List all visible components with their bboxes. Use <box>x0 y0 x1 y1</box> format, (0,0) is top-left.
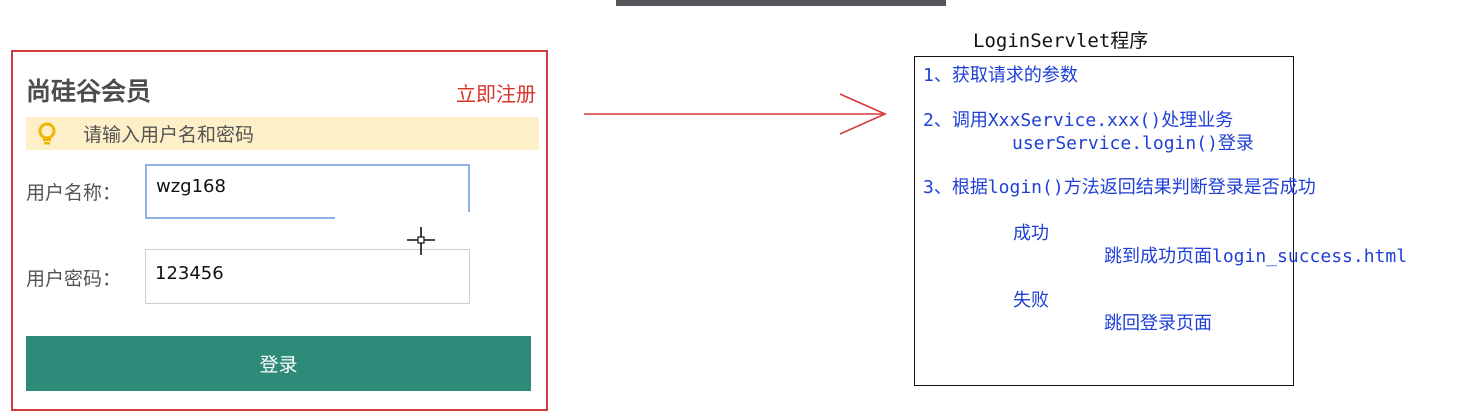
username-input[interactable]: wzg168 <box>145 164 470 219</box>
input-gap <box>335 212 475 222</box>
step-1: 1、获取请求的参数 <box>923 65 1078 86</box>
login-panel: 尚硅谷会员 立即注册 请输入用户名和密码 用户名称： wzg168 用户密码： … <box>11 50 548 411</box>
username-label: 用户名称： <box>26 182 122 204</box>
success-label: 成功 <box>1013 223 1049 244</box>
step-3: 3、根据login()方法返回结果判断登录是否成功 <box>923 177 1316 198</box>
top-bar <box>616 0 946 6</box>
lightbulb-icon <box>37 122 57 146</box>
password-input[interactable]: 123456 <box>145 249 470 304</box>
login-button[interactable]: 登录 <box>26 336 531 391</box>
servlet-box <box>914 56 1294 386</box>
step-2-detail: userService.login()登录 <box>1012 133 1254 154</box>
password-label: 用户密码： <box>26 268 122 290</box>
step-2: 2、调用XxxService.xxx()处理业务 <box>923 110 1234 131</box>
tip-bar: 请输入用户名和密码 <box>26 117 539 150</box>
failure-action: 跳回登录页面 <box>1104 313 1212 334</box>
login-title: 尚硅谷会员 <box>26 77 152 106</box>
register-link[interactable]: 立即注册 <box>456 82 536 106</box>
failure-label: 失败 <box>1013 290 1049 311</box>
tip-text: 请输入用户名和密码 <box>83 124 255 146</box>
servlet-title: LoginServlet程序 <box>973 30 1149 52</box>
crosshair-cursor-icon <box>407 227 435 255</box>
arrow-icon <box>584 93 887 135</box>
success-action: 跳到成功页面login_success.html <box>1104 246 1408 267</box>
